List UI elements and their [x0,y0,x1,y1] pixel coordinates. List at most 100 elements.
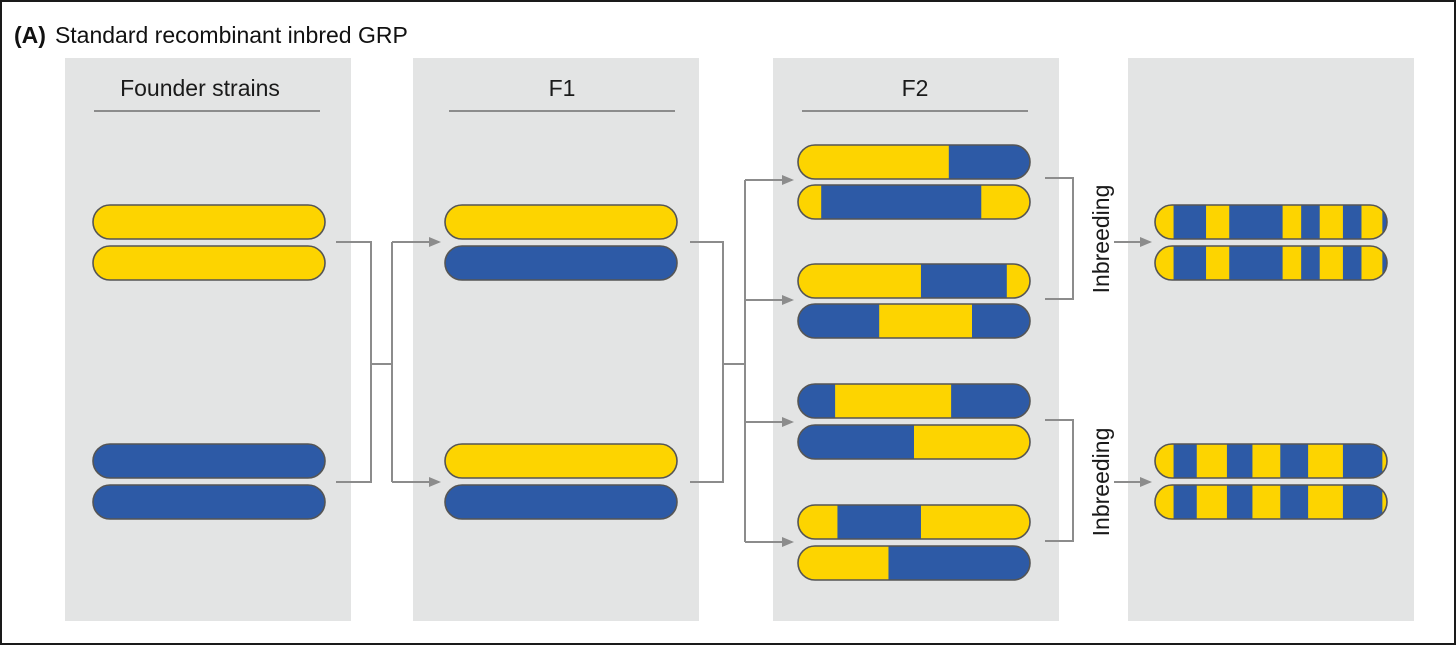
segment-blue [821,185,982,219]
chromosome [444,484,678,520]
chromosome [92,204,326,240]
segment-yellow [1319,205,1344,239]
chromosome [92,484,326,520]
segment-yellow [1155,246,1175,280]
chromosome [797,303,1031,339]
chromosome [444,204,678,240]
segment-yellow [1155,485,1175,519]
chromosome-outline [797,504,1031,540]
segment-yellow [798,546,890,580]
segment-yellow [1282,246,1302,280]
chromosome-outline [797,263,1031,299]
segment-yellow [1282,205,1302,239]
chromosome-outline [444,245,678,281]
segment-blue [1280,485,1309,519]
chromosome-outline [92,204,326,240]
segment-yellow [1361,246,1383,280]
segment-yellow [1006,264,1030,298]
segment-yellow [1196,485,1228,519]
chromosome [797,383,1031,419]
chromosome-outline [797,545,1031,581]
segment-blue [1301,205,1321,239]
column-header-founder: Founder strains [120,75,280,101]
segment-blue [1173,205,1207,239]
bracket-f1 [690,241,724,483]
chromosome-outline [92,443,326,479]
connector-f1-to-f2 [690,175,794,547]
segment-yellow [798,145,950,179]
column-header-f2: F2 [902,75,929,101]
segment-blue [1382,205,1387,239]
chromosome-outline [797,383,1031,419]
segment-yellow [920,505,1030,539]
segment-blue [1382,246,1387,280]
chromosome [797,144,1031,180]
chromosome-outline [444,443,678,479]
chromosome-outline [92,484,326,520]
segment-blue [1301,246,1321,280]
segment-blue [1173,444,1198,478]
segment-yellow [1308,444,1344,478]
segment-yellow [1308,485,1344,519]
inbreeding-bracket-bottom [1045,419,1074,542]
segment-blue [1342,444,1383,478]
segment-yellow [1206,246,1230,280]
segment-yellow [1155,205,1175,239]
panel-label: (A) [14,22,46,48]
chromosome [444,245,678,281]
segment-blue [798,384,836,418]
chromosome [1154,484,1388,520]
segment-yellow [1196,444,1228,478]
panel-f1 [413,58,699,621]
segment-blue [1280,444,1309,478]
chromosome [92,245,326,281]
figure-title: (A) Standard recombinant inbred GRP [14,22,408,49]
segment-yellow [798,505,839,539]
segment-yellow [93,246,325,280]
chromosome [797,184,1031,220]
chromosome-outline [1154,443,1388,479]
segment-yellow [1361,205,1383,239]
segment-yellow [1155,444,1175,478]
chromosome [1154,204,1388,240]
inbreeding-connector-bottom [1045,419,1152,542]
segment-yellow [835,384,952,418]
segment-yellow [445,444,677,478]
segment-yellow [445,205,677,239]
segment-blue [1229,246,1284,280]
connector-founder-to-f1 [336,237,441,487]
inbreeding-bracket-top [1045,177,1074,300]
chromosomes-f1 [444,204,678,520]
segment-yellow [1252,444,1281,478]
segment-yellow [1252,485,1281,519]
segment-yellow [798,264,922,298]
chromosomes-f2 [797,144,1031,581]
chromosomes-ril [1154,204,1388,520]
bracket-founders [336,241,372,483]
panel-ril [1128,58,1414,621]
segment-blue [1226,485,1254,519]
chromosome-outline [797,303,1031,339]
chromosome [92,443,326,479]
segment-blue [1342,246,1363,280]
segment-blue [1173,485,1198,519]
chromosome-outline [1154,204,1388,240]
segment-blue [948,145,1030,179]
segment-blue [972,304,1030,338]
chromosome-outline [1154,245,1388,281]
segment-blue [888,546,1030,580]
segment-blue [837,505,922,539]
segment-yellow [1206,205,1230,239]
segment-blue [798,425,915,459]
segment-yellow [93,205,325,239]
segment-blue [1226,444,1254,478]
segment-yellow [1382,485,1387,519]
segment-blue [1173,246,1207,280]
segment-blue [445,485,677,519]
segment-yellow [1319,246,1344,280]
segment-blue [1342,485,1383,519]
column-header-f1: F1 [549,75,576,101]
chromosome [797,545,1031,581]
title-text: Standard recombinant inbred GRP [54,22,408,48]
